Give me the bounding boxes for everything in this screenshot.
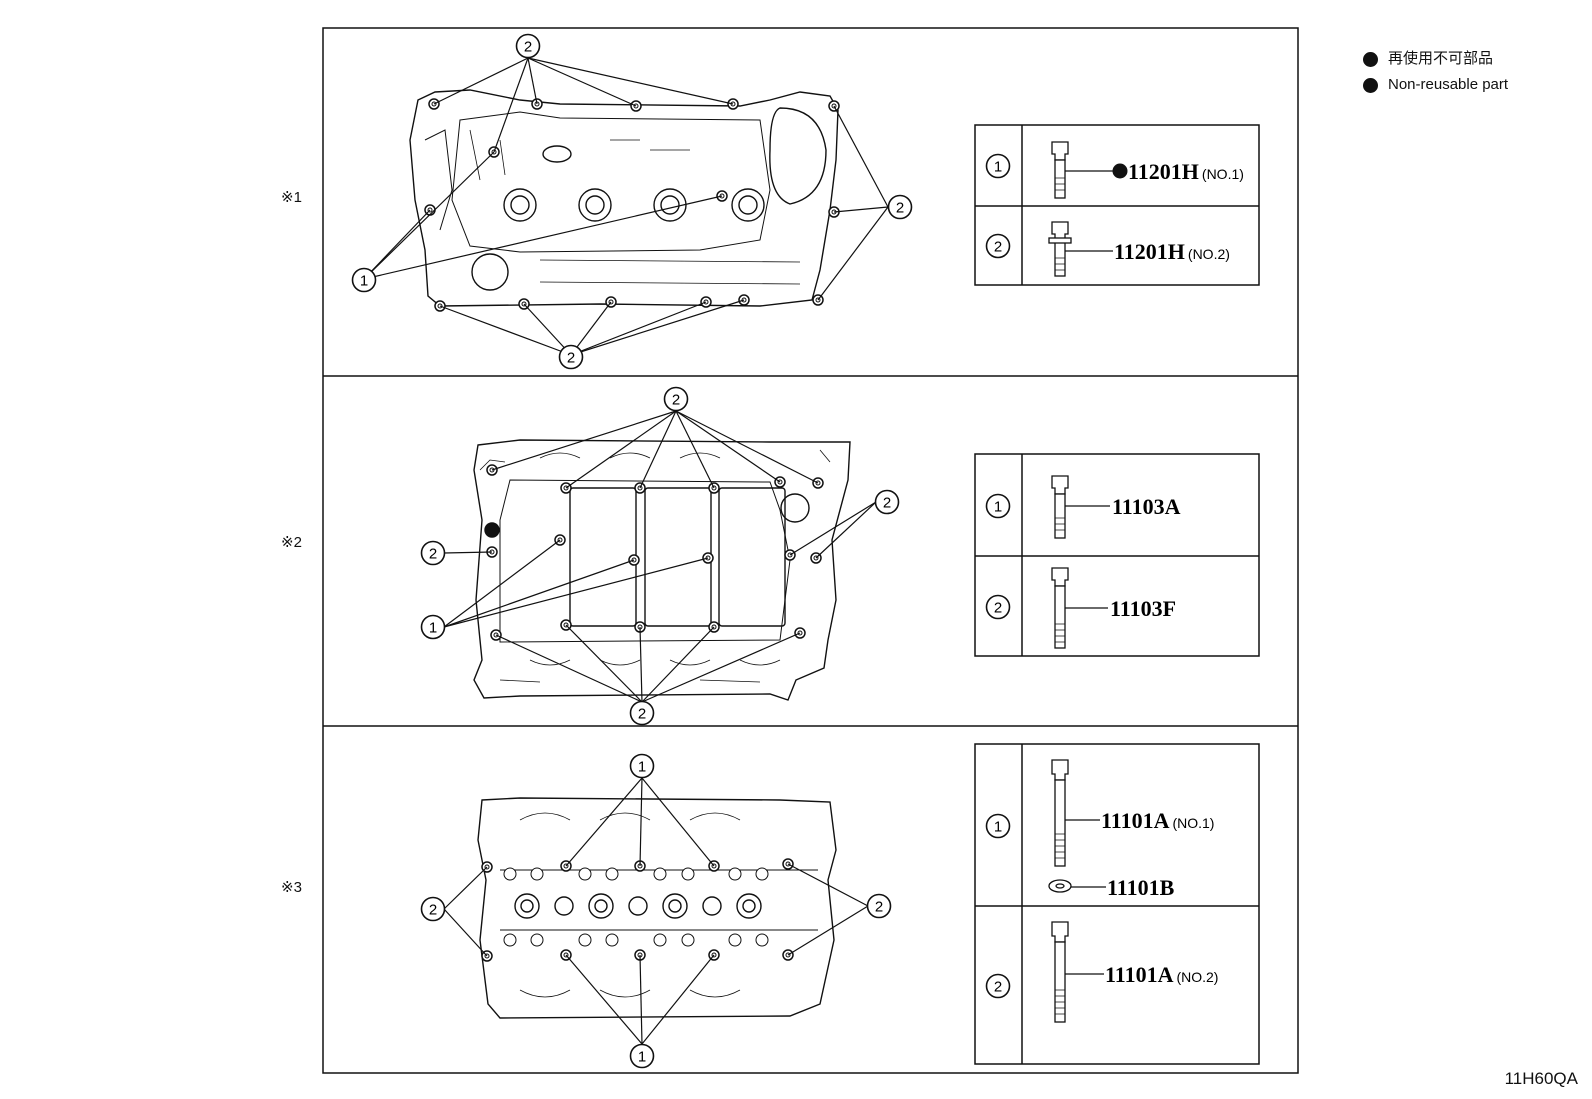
legend-row-ja: 再使用不可部品 — [1363, 46, 1508, 72]
bolt-icon — [1051, 141, 1069, 199]
panel3-bolt-holes — [481, 858, 794, 962]
callout-2 — [866, 893, 892, 919]
cylinder-head-cover-drawing — [409, 89, 839, 307]
part-number-11101B: 11101B — [1107, 875, 1175, 900]
callout-1 — [629, 753, 655, 779]
panel2-leader-lines — [443, 410, 877, 703]
part-number-11101A-no1: 11101A(NO.1) — [1101, 808, 1214, 833]
cylinder-head-drawing — [477, 797, 837, 1019]
panel3-small-holes — [503, 867, 769, 947]
legend-text-ja: 再使用不可部品 — [1388, 50, 1494, 67]
table1-key-1 — [985, 153, 1011, 179]
washer-icon — [1048, 879, 1072, 893]
outer-frame — [322, 27, 1299, 1074]
non-reusable-dot-icon — [1112, 163, 1128, 179]
bolt-icon — [1051, 475, 1069, 539]
non-reusable-dot-icon — [1363, 77, 1378, 93]
part-number-11101A-no2: 11101A(NO.2) — [1105, 962, 1218, 987]
legend-text-en: Non-reusable part — [1388, 76, 1509, 93]
bolt-icon — [1048, 221, 1072, 277]
callout-1 — [351, 267, 377, 293]
bolt-icon — [1051, 567, 1069, 649]
long-bolt-icon — [1051, 759, 1069, 867]
panel-label-3: ※3 — [281, 879, 302, 896]
panel2-bolt-holes — [486, 464, 824, 641]
panel1-leader-lines — [363, 57, 889, 356]
callout-2 — [629, 700, 655, 726]
table2-key-1 — [985, 493, 1011, 519]
part-number-11103F: 11103F — [1110, 596, 1176, 621]
callout-2 — [874, 489, 900, 515]
long-bolt-icon — [1051, 921, 1069, 1023]
panel3-leader-lines — [443, 777, 869, 1045]
callout-2 — [887, 194, 913, 220]
parts-table-1 — [974, 124, 1260, 286]
callout-1 — [629, 1043, 655, 1069]
part-number-11201H-no2: 11201H(NO.2) — [1114, 239, 1230, 264]
parts-table-3 — [974, 743, 1260, 1065]
panel-label-2: ※2 — [281, 534, 302, 551]
table1-key-2 — [985, 233, 1011, 259]
legend: 再使用不可部品 Non-reusable part — [1363, 46, 1508, 98]
part-number-11201H-no1: 11201H(NO.1) — [1128, 159, 1244, 184]
callout-2 — [420, 540, 446, 566]
table2-key-2 — [985, 594, 1011, 620]
non-reusable-dot-icon — [1363, 51, 1378, 67]
callout-2 — [420, 896, 446, 922]
callout-1 — [420, 614, 446, 640]
legend-row-en: Non-reusable part — [1363, 72, 1508, 98]
callout-2 — [515, 33, 541, 59]
figure-id: 11H60QA — [1504, 1069, 1578, 1088]
table3-key-2 — [985, 973, 1011, 999]
callout-2 — [663, 386, 689, 412]
panel-label-1: ※1 — [281, 189, 302, 206]
part-number-11103A: 11103A — [1112, 494, 1181, 519]
panel1-bolt-holes — [424, 98, 840, 312]
table3-key-1 — [985, 813, 1011, 839]
callout-2 — [558, 344, 584, 370]
parts-table-2 — [974, 453, 1260, 657]
